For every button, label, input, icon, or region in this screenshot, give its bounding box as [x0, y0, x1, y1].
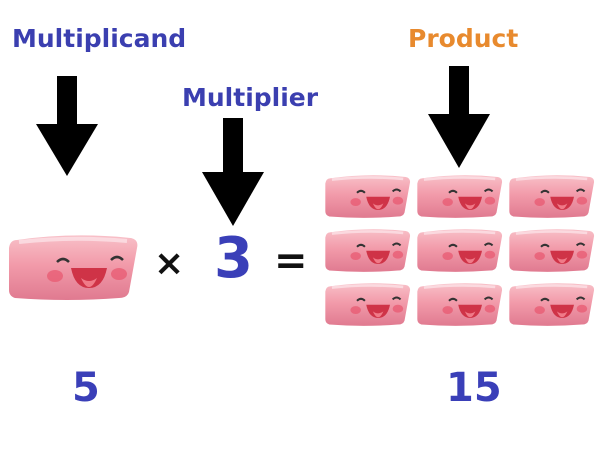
multiplicand-label: Multiplicand: [12, 24, 187, 53]
equals-sign: =: [274, 238, 308, 284]
multiplier-label: Multiplier: [182, 83, 319, 112]
smiling-eraser-icon: [325, 175, 411, 218]
down-arrow-icon: [202, 118, 264, 226]
product-count: 15: [446, 365, 502, 411]
smiling-eraser-icon: [509, 229, 595, 272]
product-eraser-grid: [325, 175, 595, 326]
smiling-eraser-icon: [417, 229, 503, 272]
product-label: Product: [408, 24, 519, 53]
smiling-eraser-icon: [509, 283, 595, 326]
smiling-eraser-icon: [509, 175, 595, 218]
times-sign: ×: [154, 243, 185, 284]
smiling-eraser-icon: [325, 229, 411, 272]
smiling-eraser-icon: [325, 283, 411, 326]
multiplicand-count: 5: [72, 365, 100, 411]
down-arrow-icon: [428, 66, 490, 168]
down-arrow-icon: [36, 76, 98, 176]
multiplier-value: 3: [214, 226, 253, 291]
smiling-eraser-icon: [417, 175, 503, 218]
smiling-eraser-icon: [9, 235, 138, 300]
smiling-eraser-icon: [417, 283, 503, 326]
